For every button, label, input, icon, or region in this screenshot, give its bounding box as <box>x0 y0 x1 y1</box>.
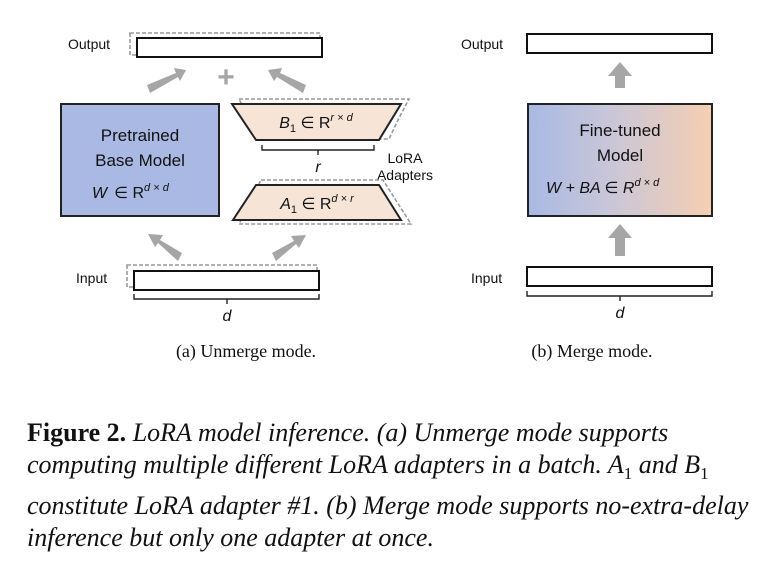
subcaption-a: (a) Unmerge mode. <box>176 341 316 362</box>
d-brace-b <box>526 291 713 301</box>
caption-b-sub: 1 <box>700 464 709 484</box>
up-arrow-bottom <box>608 224 632 256</box>
d-label-b: d <box>616 305 626 322</box>
caption-text-3: constitute LoRA adapter #1. (b) Merge mo… <box>27 491 749 553</box>
lora-label-line2: Adapters <box>377 167 433 183</box>
r-label: r <box>315 159 321 176</box>
fine-tuned-line2: Model <box>597 146 643 165</box>
input-label-b: Input <box>471 270 502 286</box>
plus-sign: + <box>217 61 235 94</box>
figure-diagram: Output + Pretrained Base Model W∈ Rd × d… <box>60 32 713 362</box>
panel-merge: Output Fine-tuned Model W + BA ∈ Rd × d … <box>461 33 713 362</box>
output-bar-b <box>526 33 713 54</box>
merge-arrow-right <box>268 68 306 93</box>
adapter-a-box <box>231 184 403 221</box>
caption-b-var: B <box>684 450 701 479</box>
input-label-a: Input <box>76 270 107 286</box>
input-bar-a <box>133 270 320 291</box>
base-model-formula: W∈ Rd × d <box>92 182 170 202</box>
adapter-b-box <box>230 103 403 141</box>
caption-text-1: LoRA model inference. (a) Unmerge mode s… <box>27 418 669 479</box>
output-bar-a <box>136 37 323 58</box>
base-model-box <box>60 103 220 217</box>
input-bar-b <box>526 266 713 287</box>
lora-label-line1: LoRA <box>387 150 423 166</box>
base-model-line2: Base Model <box>95 151 185 170</box>
output-label-a: Output <box>68 36 110 52</box>
adapter-b-formula: B1 ∈ Rr × d <box>279 112 353 135</box>
caption-label: Figure 2. <box>27 418 127 447</box>
subcaption-b: (b) Merge mode. <box>531 341 652 362</box>
fine-tuned-formula: W + BA ∈ Rd × d <box>546 177 660 197</box>
caption-a-var: A <box>607 450 624 479</box>
fine-tuned-line1: Fine-tuned <box>579 121 660 140</box>
adapter-a-formula: A1 ∈ Rd × r <box>279 193 355 216</box>
base-model-line1: Pretrained <box>101 126 179 145</box>
panel-unmerge: Output + Pretrained Base Model W∈ Rd × d… <box>60 32 433 362</box>
input-arrow-left <box>148 234 182 261</box>
output-label-b: Output <box>461 36 503 52</box>
d-brace-a <box>133 294 320 304</box>
fine-tuned-model-box <box>527 103 713 217</box>
r-brace <box>261 145 375 155</box>
d-label-a: d <box>223 308 233 325</box>
caption-text-2: and <box>632 450 685 479</box>
merge-arrow-left <box>147 68 186 93</box>
up-arrow-top <box>608 62 632 88</box>
input-arrow-right <box>272 235 306 261</box>
caption-a-sub: 1 <box>623 464 633 484</box>
figure-caption: Figure 2. LoRA model inference. (a) Unme… <box>27 417 753 554</box>
adapter-b-shadow <box>237 98 411 140</box>
